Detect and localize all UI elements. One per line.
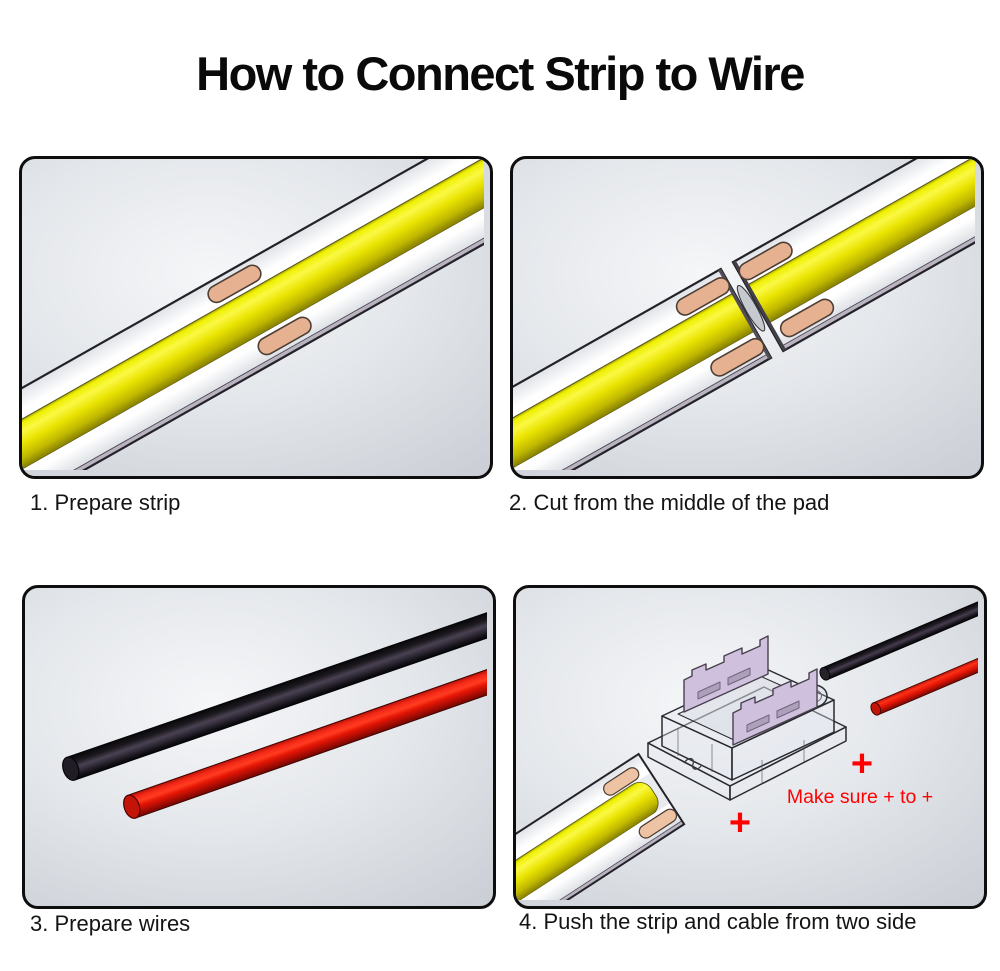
caption-step-2: 2. Cut from the middle of the pad [509,490,830,515]
cut-sliver [736,284,766,332]
plus-sign-strip: + [729,802,751,844]
red-wire [870,651,978,716]
strip-piece-right [731,159,975,353]
contact-plate [683,635,769,713]
solder-pad [638,808,678,839]
led-strip-end [516,752,686,900]
black-wire [819,598,978,681]
contact-plate [732,668,818,746]
panel-cut-strip [510,156,984,479]
red-wire [123,654,487,819]
solder-pad [738,241,793,281]
solder-pad [207,264,262,304]
contact-slot [776,700,800,719]
warning-text: Make sure + to + [787,786,933,808]
connector-contacts [683,635,818,746]
strip-cob-line [22,159,484,470]
caption-step-3: 3. Prepare wires [30,911,191,936]
led-strip [22,159,484,470]
contact-slot [697,681,721,700]
strip-piece-left [513,267,773,470]
panel-push-connector: + + Make sure + to + [513,585,987,909]
cut-face [732,260,786,351]
solder-pad [675,276,731,316]
cut-face [718,268,772,360]
panel-prepare-strip [19,156,493,479]
solder-pad [257,316,312,356]
strip-outline [22,159,484,470]
solder-pad [603,767,640,796]
wires-illustration [62,605,487,819]
panel-prepare-wires [22,585,496,909]
strip-illustration [22,159,484,470]
plus-sign-wire: + [851,743,873,785]
solder-pad [779,298,835,338]
connector-detail-squiggle [683,757,702,770]
page-title: How to Connect Strip to Wire [196,47,805,100]
cut-strip-illustration [513,159,975,470]
connector-flange-right [729,726,847,801]
contact-slot [727,667,751,686]
connector-illustration: + + Make sure + to + [516,598,978,900]
connector-body-right [731,699,835,781]
black-wire [62,605,487,781]
caption-step-4: 4. Push the strip and cable from two sid… [519,909,917,934]
contact-slot [746,714,770,733]
caption-step-1: 1. Prepare strip [30,490,181,515]
solder-pad [710,337,765,377]
